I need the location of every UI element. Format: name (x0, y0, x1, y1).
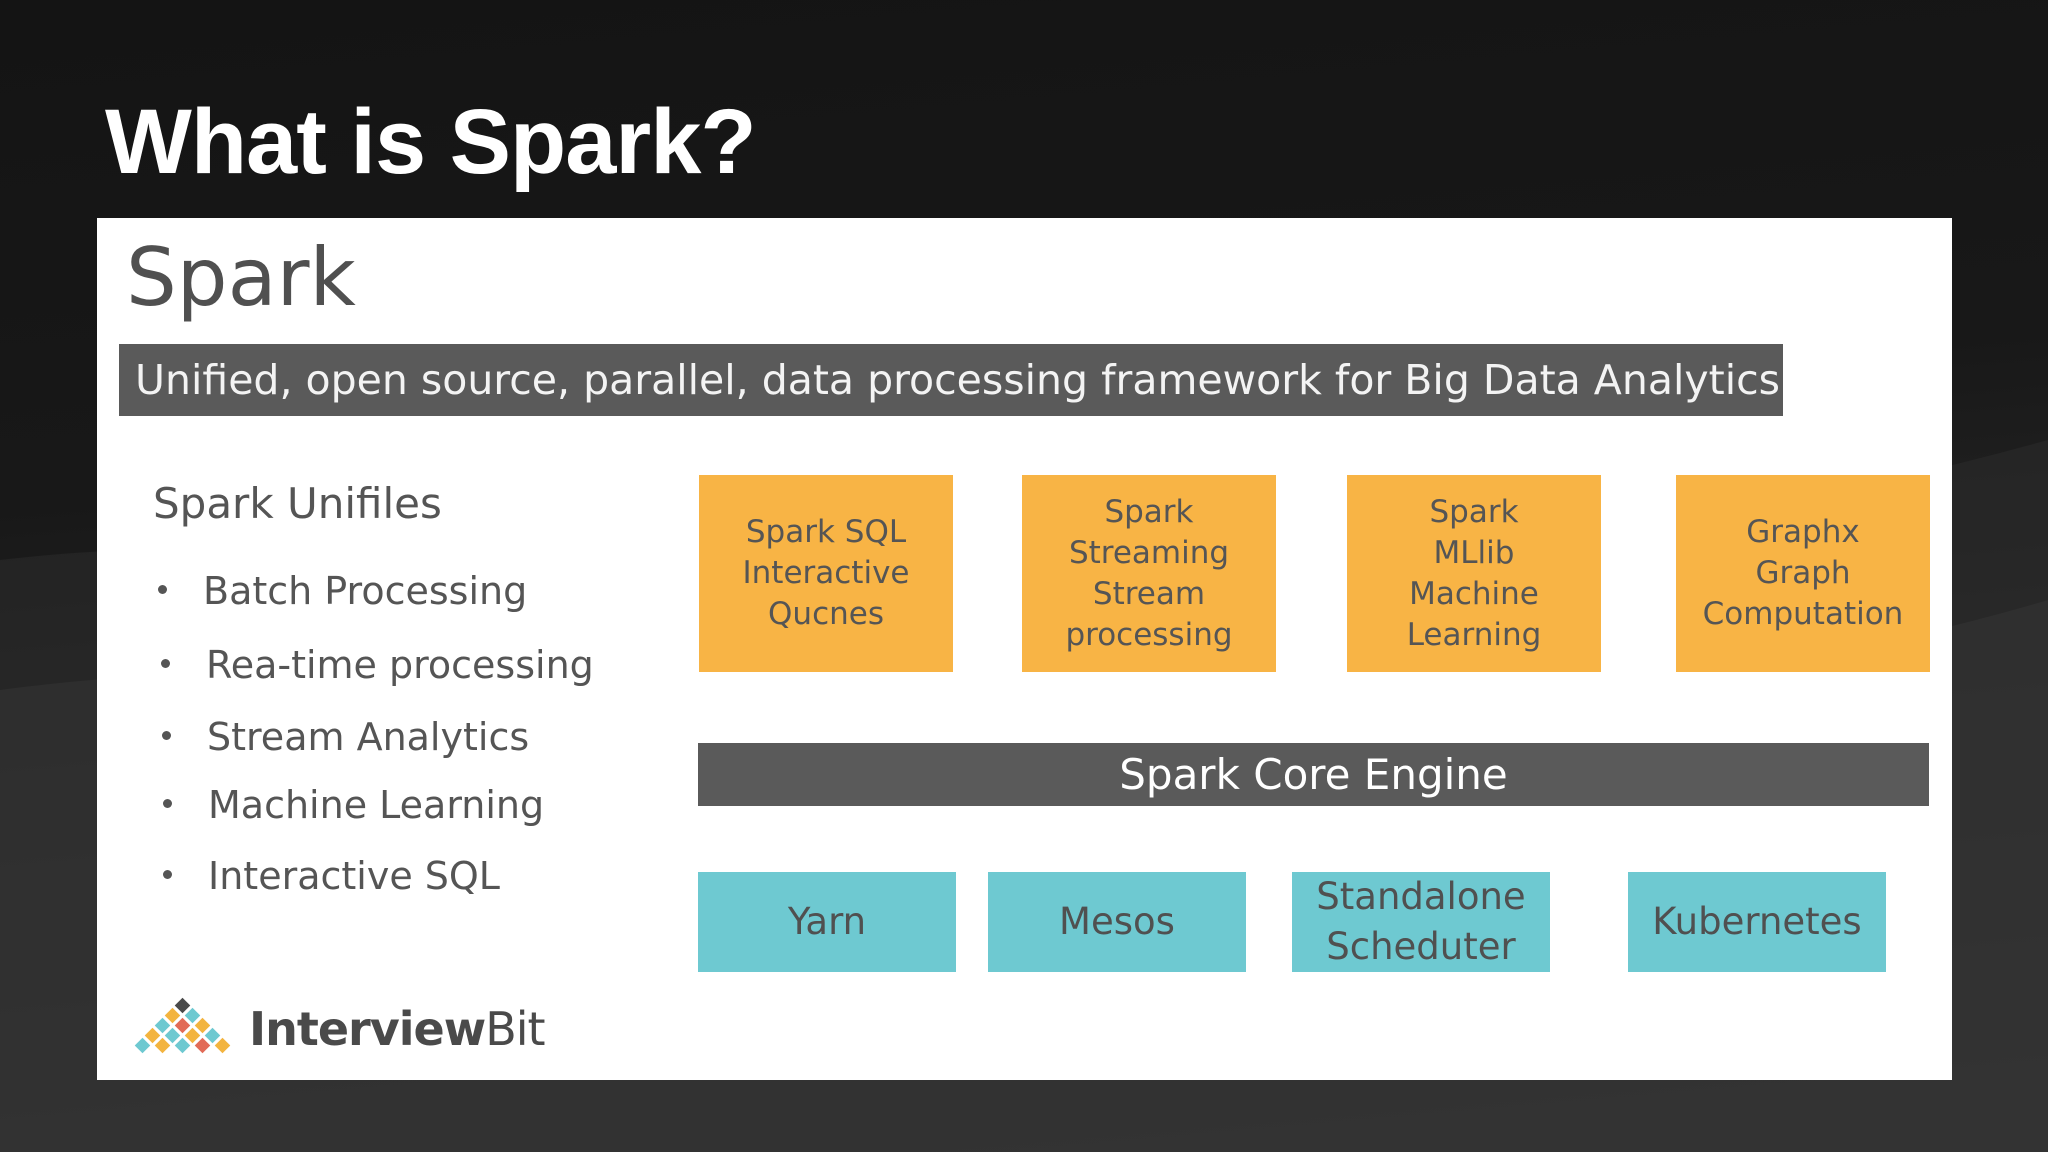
feature-item: Rea-time processing (161, 640, 594, 690)
slide-title: What is Spark? (105, 91, 757, 193)
bullet-icon (163, 870, 172, 879)
features-heading: Spark Unifiles (153, 479, 442, 528)
brand-name-bold: Interview (249, 1002, 486, 1056)
bullet-icon (158, 585, 167, 594)
feature-label: Rea-time processing (206, 643, 594, 687)
cluster-manager-mesos: Mesos (988, 872, 1246, 972)
bullet-icon (162, 731, 171, 740)
module-graphx: Graphx Graph Computation (1676, 475, 1930, 672)
interviewbit-brand: InterviewBit (127, 996, 546, 1062)
definition-banner: Unified, open source, parallel, data pro… (119, 344, 1783, 416)
feature-label: Stream Analytics (207, 715, 530, 759)
feature-label: Batch Processing (203, 569, 528, 613)
module-spark-mllib: Spark MLlib Machine Learning (1347, 475, 1601, 672)
module-spark-sql: Spark SQL Interactive Qucnes (699, 475, 953, 672)
module-spark-streaming: Spark Streaming Stream processing (1022, 475, 1276, 672)
feature-label: Machine Learning (208, 783, 545, 827)
panel-title: Spark (126, 231, 356, 324)
cluster-manager-standalone: Standalone Scheduter (1292, 872, 1550, 972)
bullet-icon (161, 659, 170, 668)
brand-name-regular: Bit (485, 1002, 545, 1056)
feature-item: Batch Processing (158, 566, 527, 616)
feature-item: Interactive SQL (163, 851, 500, 901)
cluster-manager-yarn: Yarn (698, 872, 956, 972)
brand-name: InterviewBit (249, 1002, 546, 1056)
feature-item: Stream Analytics (162, 712, 529, 762)
diagram-panel: Spark Unified, open source, parallel, da… (97, 218, 1952, 1080)
interviewbit-logo-icon (134, 997, 231, 1054)
cluster-manager-kubernetes: Kubernetes (1628, 872, 1886, 972)
spark-core-engine: Spark Core Engine (698, 743, 1929, 806)
bullet-icon (163, 799, 172, 808)
feature-label: Interactive SQL (208, 854, 500, 898)
feature-item: Machine Learning (163, 780, 544, 830)
